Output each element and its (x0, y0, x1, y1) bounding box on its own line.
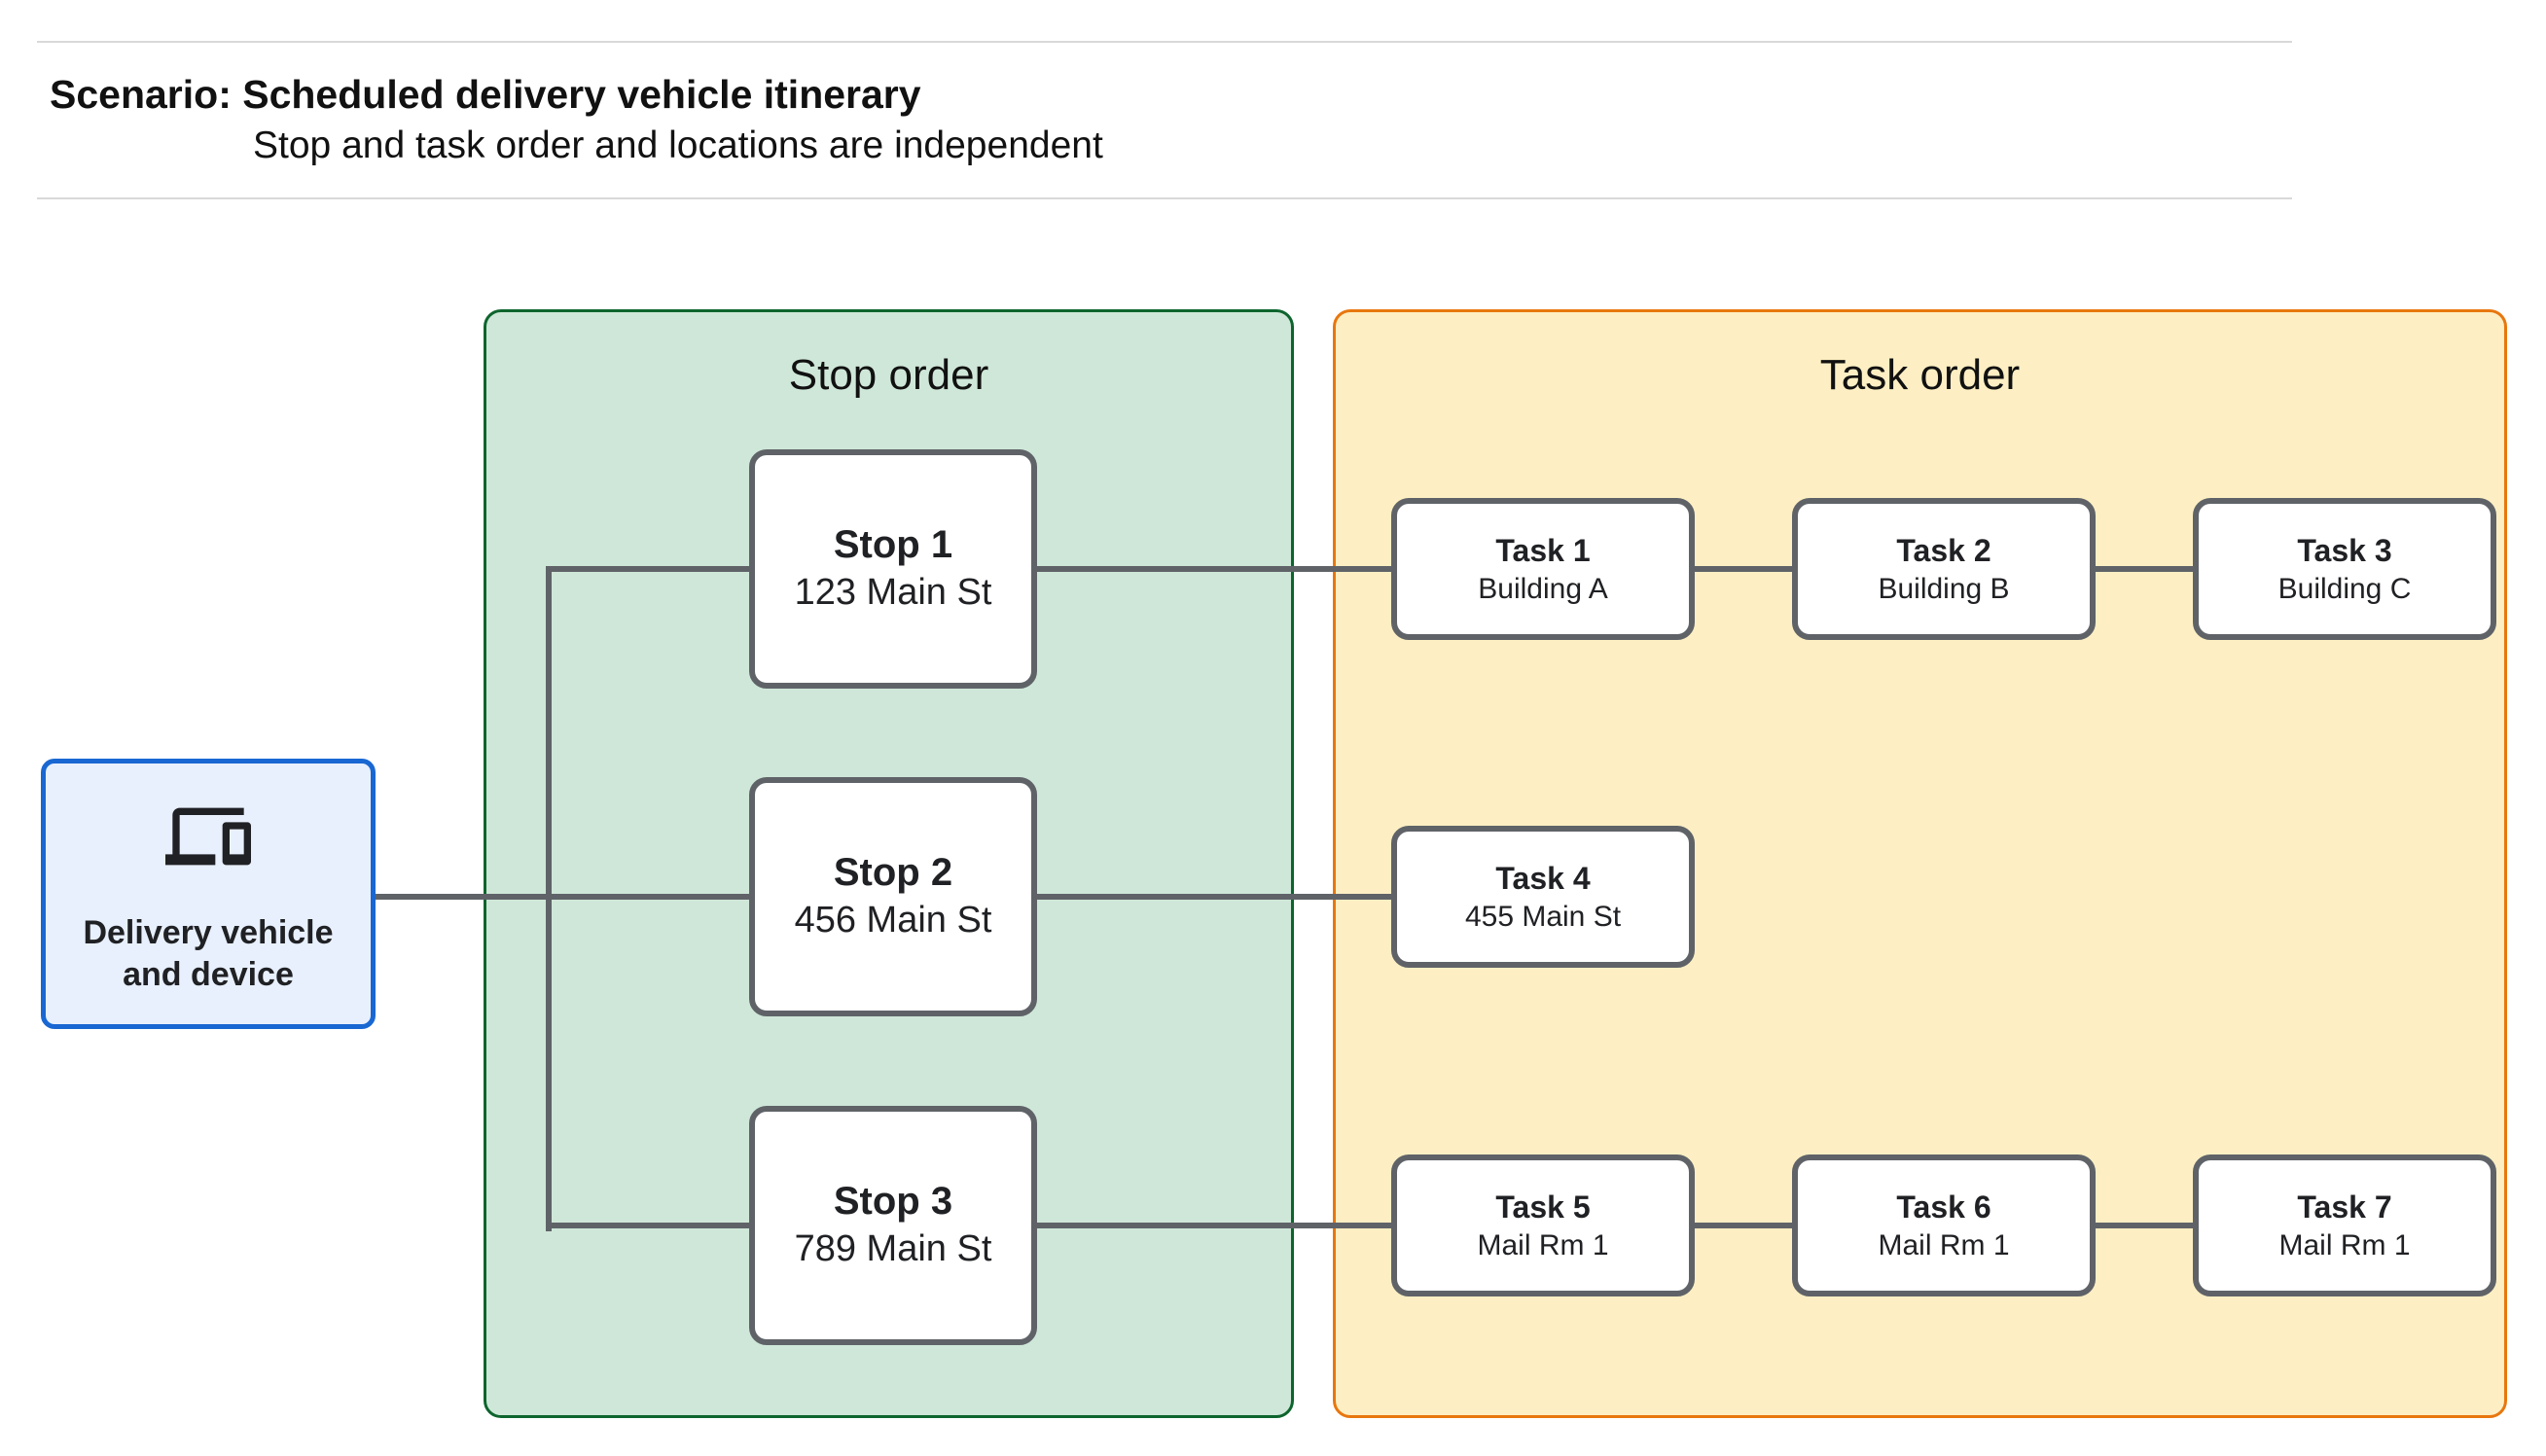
task-5-node: Task 5 Mail Rm 1 (1391, 1154, 1695, 1296)
delivery-vehicle-label-line1: Delivery vehicle (83, 914, 334, 951)
task-3-name: Task 3 (2297, 532, 2392, 568)
task-1-name: Task 1 (1495, 532, 1591, 568)
task-6-location: Mail Rm 1 (1878, 1228, 2010, 1261)
task-5-location: Mail Rm 1 (1477, 1228, 1609, 1261)
page-title: Scenario: Scheduled delivery vehicle iti… (50, 72, 921, 117)
connector-trunk (546, 566, 552, 1231)
task-3-location: Building C (2277, 572, 2412, 605)
task-1-location: Building A (1478, 572, 1608, 605)
connector-trunk-to-stop3 (546, 1223, 749, 1228)
task-2-location: Building B (1878, 572, 2010, 605)
connector-task1-to-task2 (1695, 566, 1792, 572)
page-subtitle: Stop and task order and locations are in… (253, 124, 1103, 166)
connector-device-to-stop2 (376, 894, 749, 900)
stop-3-location: 789 Main St (794, 1228, 992, 1270)
stop-2-location: 456 Main St (794, 900, 992, 941)
connector-stop1-to-task1 (1037, 566, 1391, 572)
task-5-name: Task 5 (1495, 1189, 1591, 1225)
stop-1-location: 123 Main St (794, 572, 992, 614)
task-7-node: Task 7 Mail Rm 1 (2193, 1154, 2496, 1296)
stop-2-name: Stop 2 (833, 851, 953, 895)
task-order-label: Task order (1819, 351, 2021, 399)
delivery-vehicle-label-line2: and device (123, 955, 294, 993)
stop-2-node: Stop 2 456 Main St (749, 777, 1037, 1016)
task-7-location: Mail Rm 1 (2278, 1228, 2411, 1261)
connector-task5-to-task6 (1695, 1223, 1792, 1228)
task-1-node: Task 1 Building A (1391, 498, 1695, 640)
task-7-name: Task 7 (2297, 1189, 2392, 1225)
task-6-node: Task 6 Mail Rm 1 (1792, 1154, 2096, 1296)
divider-top (37, 41, 2292, 43)
stop-order-label: Stop order (788, 351, 989, 399)
task-6-name: Task 6 (1896, 1189, 1991, 1225)
delivery-vehicle-label: Delivery vehicle and device (83, 912, 333, 995)
task-4-name: Task 4 (1495, 860, 1591, 896)
task-2-name: Task 2 (1896, 532, 1991, 568)
connector-task6-to-task7 (2096, 1223, 2193, 1228)
task-3-node: Task 3 Building C (2193, 498, 2496, 640)
connector-stop2-to-task4 (1037, 894, 1391, 900)
task-4-node: Task 4 455 Main St (1391, 826, 1695, 968)
task-4-location: 455 Main St (1464, 900, 1622, 933)
task-2-node: Task 2 Building B (1792, 498, 2096, 640)
delivery-vehicle-node: Delivery vehicle and device (41, 759, 376, 1029)
connector-stop3-to-task5 (1037, 1223, 1391, 1228)
divider-bottom (37, 197, 2292, 199)
connector-trunk-to-stop1 (546, 566, 749, 572)
stop-3-name: Stop 3 (833, 1180, 953, 1224)
devices-icon (165, 800, 251, 877)
stop-1-name: Stop 1 (833, 523, 953, 567)
connector-task2-to-task3 (2096, 566, 2193, 572)
stop-3-node: Stop 3 789 Main St (749, 1106, 1037, 1345)
stop-1-node: Stop 1 123 Main St (749, 449, 1037, 689)
